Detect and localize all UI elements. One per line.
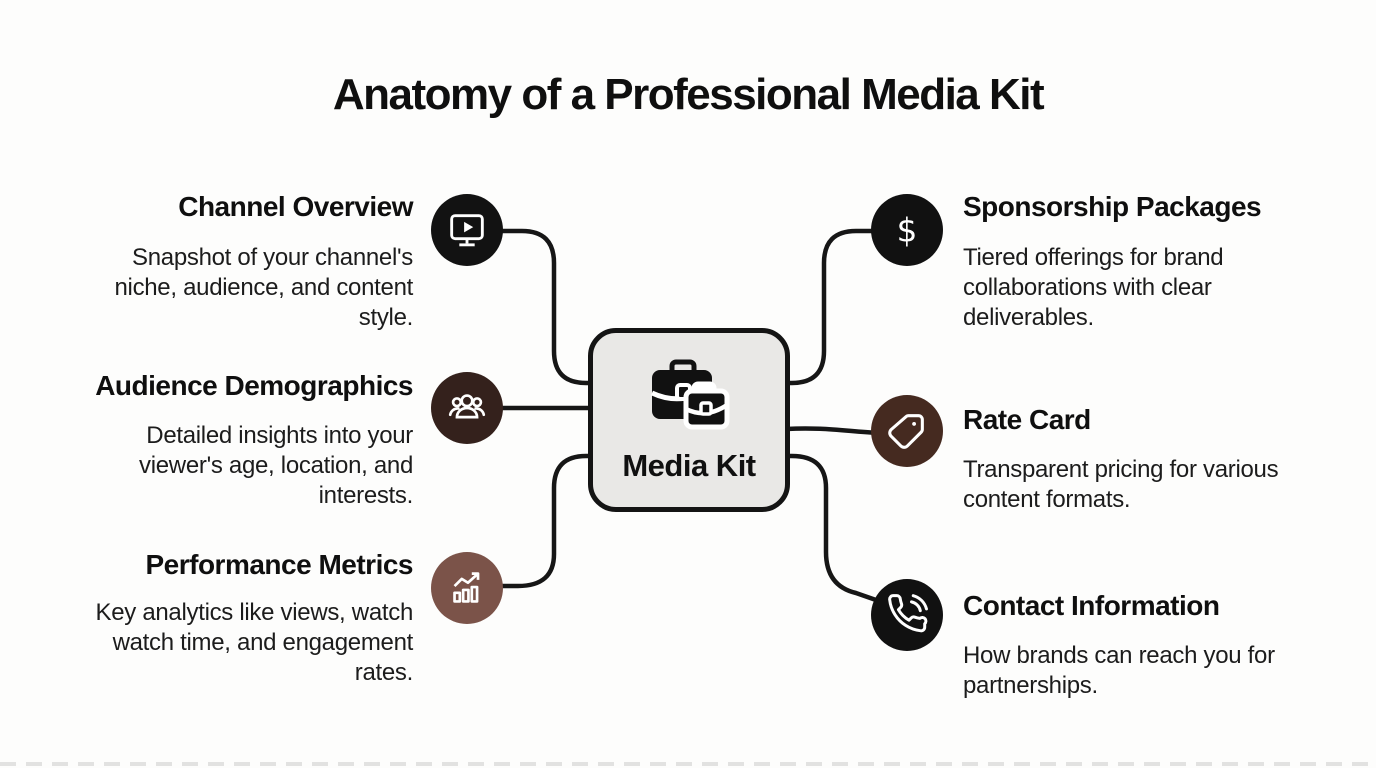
- bar-chart-growth-icon: [431, 552, 503, 624]
- node-desc-contact-information: How brands can reach you for partnership…: [963, 642, 1275, 699]
- briefcases-icon: [639, 357, 739, 440]
- node-title-rate-card: Rate Card: [963, 404, 1091, 435]
- connector-sponsorship-packages: [783, 228, 881, 386]
- dollar-sign-icon: $: [871, 194, 943, 266]
- connector-rate-card: [783, 426, 881, 436]
- node-title-sponsorship-packages: Sponsorship Packages: [963, 191, 1262, 222]
- price-tag-icon: [871, 395, 943, 467]
- connector-contact-information: [783, 453, 879, 603]
- phone-icon: [871, 579, 943, 651]
- page-title: Anatomy of a Professional Media Kit: [332, 70, 1045, 119]
- node-title-audience-demographics: Audience Demographics: [95, 370, 413, 401]
- media-kit-label: Media Kit: [622, 447, 756, 483]
- node-title-channel-overview: Channel Overview: [178, 191, 413, 222]
- node-desc-sponsorship-packages: Tiered offerings for brand collaboration…: [963, 244, 1224, 331]
- svg-text:$: $: [897, 212, 918, 250]
- people-group-icon: [431, 372, 503, 444]
- node-title-contact-information: Contact Information: [963, 590, 1220, 621]
- connector-channel-overview: [495, 228, 595, 386]
- connector-performance-metrics: [497, 453, 595, 589]
- node-title-performance-metrics: Performance Metrics: [145, 549, 413, 580]
- node-desc-rate-card: Transparent pricing for various content …: [963, 456, 1279, 513]
- node-desc-audience-demographics: Detailed insights into your viewer's age…: [139, 422, 413, 509]
- monitor-play-icon: [431, 194, 503, 266]
- node-desc-channel-overview: Snapshot of your channel's niche, audien…: [114, 244, 413, 331]
- bottom-edge-artifact: [0, 762, 1376, 766]
- node-desc-performance-metrics: Key analytics like views, watch watch ti…: [95, 599, 414, 686]
- media-kit-center-node: Media Kit: [588, 328, 790, 512]
